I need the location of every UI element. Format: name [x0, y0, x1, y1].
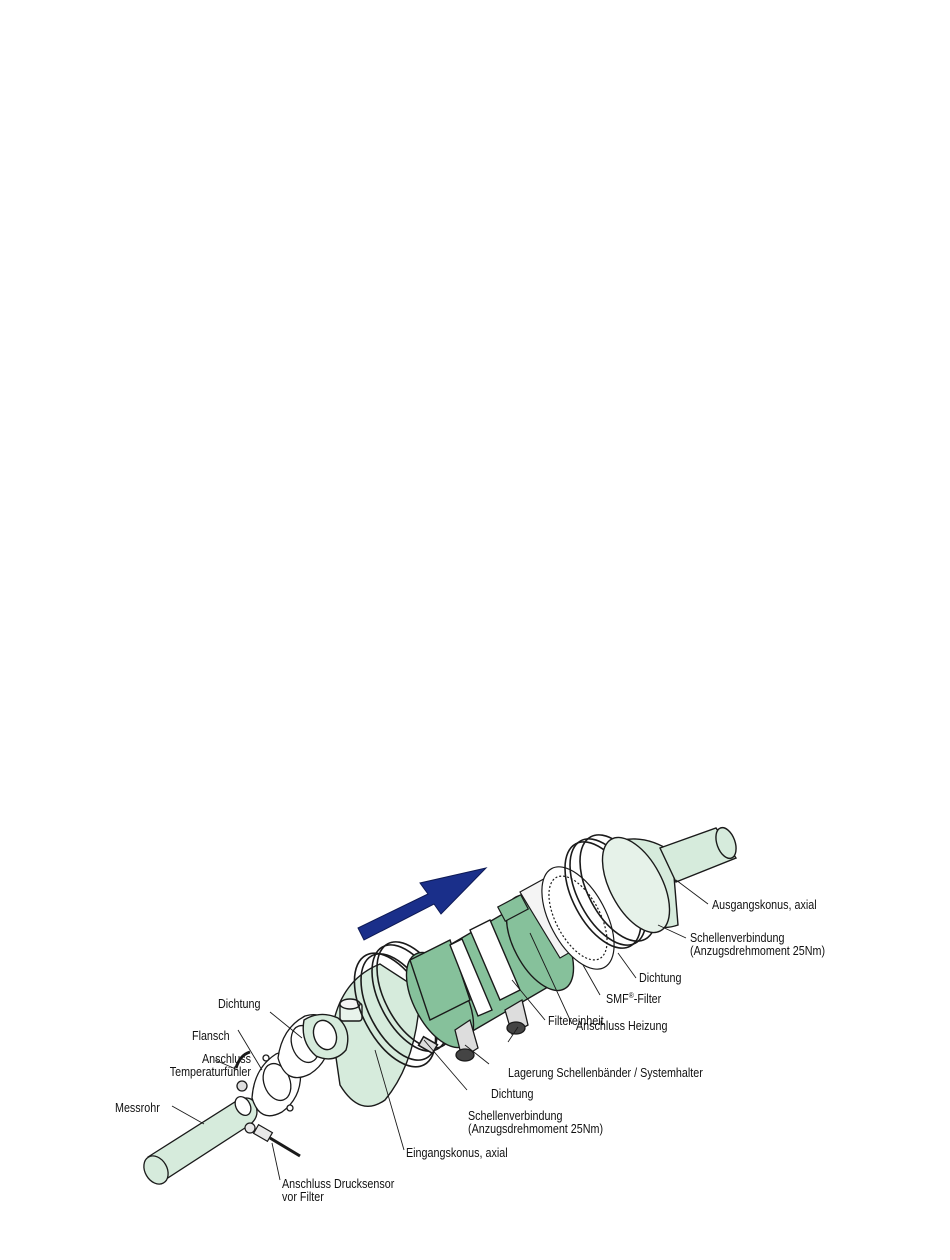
label-schellenverbindung-oben: Schellenverbindung (Anzugsdrehmoment 25N…: [690, 932, 825, 958]
eingangskonus-part: [302, 963, 421, 1108]
label-anschluss-heizung: Anschluss Heizung: [576, 1019, 668, 1033]
label-smf: SMF: [606, 992, 629, 1006]
label-filter-suffix: -Filter: [633, 992, 662, 1006]
label-schellenverbindung-unten-line2: (Anzugsdrehmoment 25Nm): [468, 1122, 604, 1136]
label-smf-filter: SMF®-Filter: [606, 990, 662, 1006]
leader-lines: [171, 879, 709, 1181]
label-temp-line1: Anschluss: [201, 1052, 251, 1066]
label-schellenverbindung-unten-line1: Schellenverbindung: [468, 1109, 563, 1123]
label-messrohr: Messrohr: [115, 1101, 160, 1115]
smf-filter-part: [496, 866, 615, 970]
flow-direction-arrow: [357, 867, 488, 941]
messrohr-part: [143, 1050, 258, 1185]
label-schellenverbindung-oben-line1: Schellenverbindung: [690, 931, 785, 945]
label-dichtung-links: Dichtung: [218, 997, 261, 1011]
label-dichtung-rechts: Dichtung: [639, 971, 682, 985]
drucksensor-anschluss-part: [244, 1122, 301, 1158]
label-anschluss-drucksensor: Anschluss Drucksensor vor Filter: [282, 1178, 394, 1204]
label-druck-line2: vor Filter: [282, 1190, 324, 1204]
registered-mark: ®: [628, 990, 634, 1000]
label-druck-line1: Anschluss Drucksensor: [282, 1177, 395, 1191]
label-ausgangskonus: Ausgangskonus, axial: [712, 898, 817, 912]
label-filtereinheit: Filtereinheit: [548, 1014, 604, 1028]
label-dichtung-mitte: Dichtung: [491, 1087, 534, 1101]
label-flansch: Flansch: [192, 1029, 230, 1043]
ausgangskonus-part: [601, 826, 738, 934]
lagerung-systemhalter-part: [454, 998, 529, 1062]
label-lagerung: Lagerung Schellenbänder / Systemhalter: [508, 1066, 703, 1080]
label-eingangskonus: Eingangskonus, axial: [406, 1146, 508, 1160]
label-schellenverbindung-oben-line2: (Anzugsdrehmoment 25Nm): [690, 944, 826, 958]
label-temp-line2: Temperaturfühler: [169, 1065, 251, 1079]
label-schellenverbindung-unten: Schellenverbindung (Anzugsdrehmoment 25N…: [468, 1110, 603, 1136]
label-anschluss-temperaturfuehler: Anschluss Temperaturfühler: [151, 1053, 251, 1079]
filtereinheit-part: [405, 894, 575, 1049]
